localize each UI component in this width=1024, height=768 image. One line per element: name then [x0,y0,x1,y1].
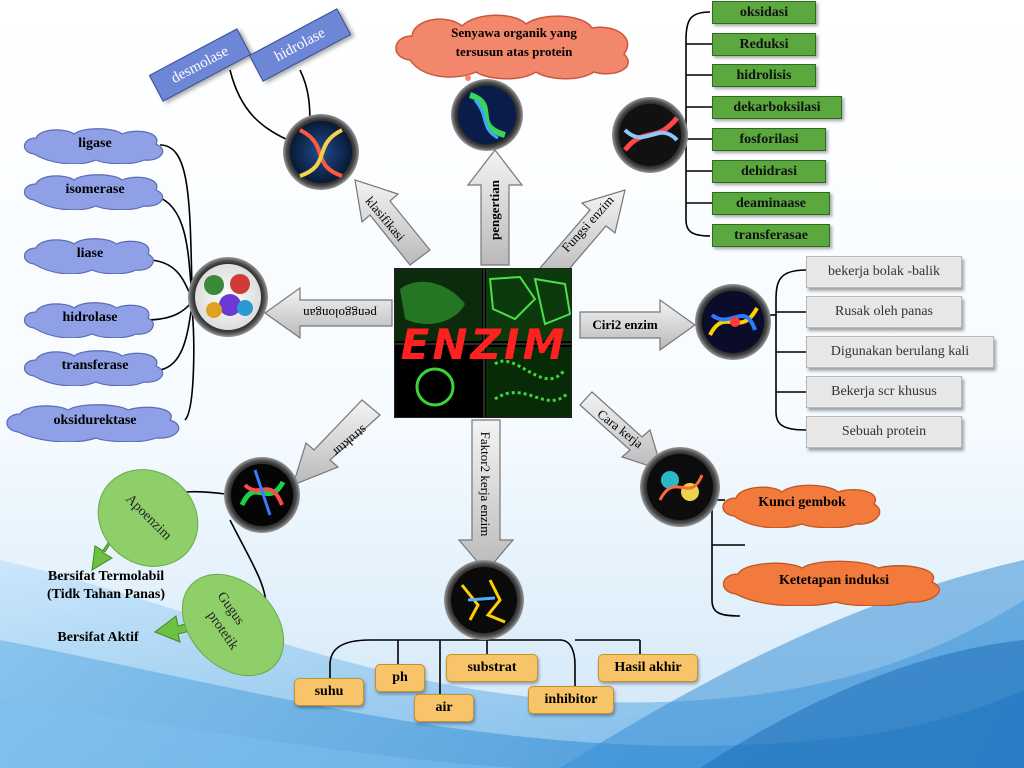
cloud-shape-icon [23,174,164,210]
fungsi-item-dekarboksilasi: dekarboksilasi [712,96,842,119]
arrow-klasifikasi [354,179,431,266]
fungsi-item-deaminaase: deaminaase [712,192,830,215]
faktor-item-ph: ph [375,664,425,692]
penggolongan-item-isomerase: isomerase [20,174,170,210]
item-label: isomerase [65,182,125,197]
item-label: Kunci gembok [758,495,846,510]
molecule-orb-icon [444,560,524,640]
arrow-cara-kerja [579,391,663,471]
dna-helix-orb-icon [612,97,688,173]
ciri-item-2: Rusak oleh panas [806,296,962,328]
fungsi-item-fosforilasi: fosforilasi [712,128,826,151]
apoenzim-property-2: (Tidk Tahan Panas) [46,587,166,602]
fungsi-item-oksidasi: oksidasi [712,1,816,24]
center-image: ENZIM [394,268,572,418]
fungsi-item-transferasae: transferasae [712,224,830,247]
item-label: transferase [61,358,129,373]
fungsi-item-hidrolisis: hidrolisis [712,64,816,87]
item-label: Ketetapan induksi [778,573,890,588]
cloud-shape-icon [722,484,881,528]
gugus-property: Bersifat Aktif [57,630,139,645]
arrow-faktor [457,419,515,573]
apoenzim-property-1: Bersifat Termolabil [47,569,165,584]
faktor-item-inhibitor: inhibitor [528,686,614,714]
dna-orb-icon [283,114,359,190]
penggolongan-item-hidrolase: hidrolase [20,302,160,338]
definition-line-1: Senyawa organik yang [451,25,577,40]
penggolongan-item-oksidurektase: oksidurektase [2,404,188,442]
faktor-item-hasil-akhir: Hasil akhir [598,654,698,682]
faktor-item-substrat: substrat [446,654,538,682]
cloud-shape-icon [722,560,940,606]
cloud-shape-icon [23,128,164,164]
center-title: ENZIM [400,319,568,369]
ciri-item-1: bekerja bolak -balik [806,256,962,288]
penggolongan-item-liase: liase [20,238,160,274]
faktor-item-air: air [414,694,474,722]
penggolongan-item-transferase: transferase [20,350,170,386]
cloud-shape-icon [23,238,154,274]
structure-orb-icon [224,457,300,533]
item-label: ligase [78,136,112,151]
cloud-shape-icon [6,404,180,442]
ciri-item-5: Sebuah protein [806,416,962,448]
enzyme-cluster-orb-icon [188,257,268,337]
protein-ribbon-orb-icon [695,284,771,360]
fungsi-item-reduksi: Reduksi [712,33,816,56]
ciri-item-4: Bekerja scr khusus [806,376,962,408]
arrow-penggolongan [263,286,393,340]
cell-image-icon [395,269,571,417]
faktor-item-suhu: suhu [294,678,364,706]
protein-orb-icon [451,79,523,151]
item-label: oksidurektase [53,413,137,428]
penggolongan-item-ligase: ligase [20,128,170,164]
cloud-shape-icon [395,14,629,81]
arrow-struktur [292,399,381,487]
fungsi-item-dehidrasi: dehidrasi [712,160,826,183]
cloud-shape-icon [23,302,154,338]
ciri-arrow-label: Ciri2 enzim [592,317,658,332]
pengertian-definition-cloud: Senyawa organik yang tersusun atas prote… [388,10,640,82]
enzyme-mechanism-orb-icon [640,447,720,527]
arrow-ciri [579,298,697,352]
cara-kerja-item-kunci-gembok: Kunci gembok [718,484,886,528]
cara-kerja-item-ketetapan-induksi: Ketetapan induksi [718,560,950,606]
item-label: liase [76,246,104,261]
item-label: hidrolase [62,310,118,325]
ciri-item-3: Digunakan berulang kali [806,336,994,368]
cloud-shape-icon [23,350,164,386]
arrow-pengertian [466,149,524,266]
definition-line-2: tersusun atas protein [455,44,573,59]
